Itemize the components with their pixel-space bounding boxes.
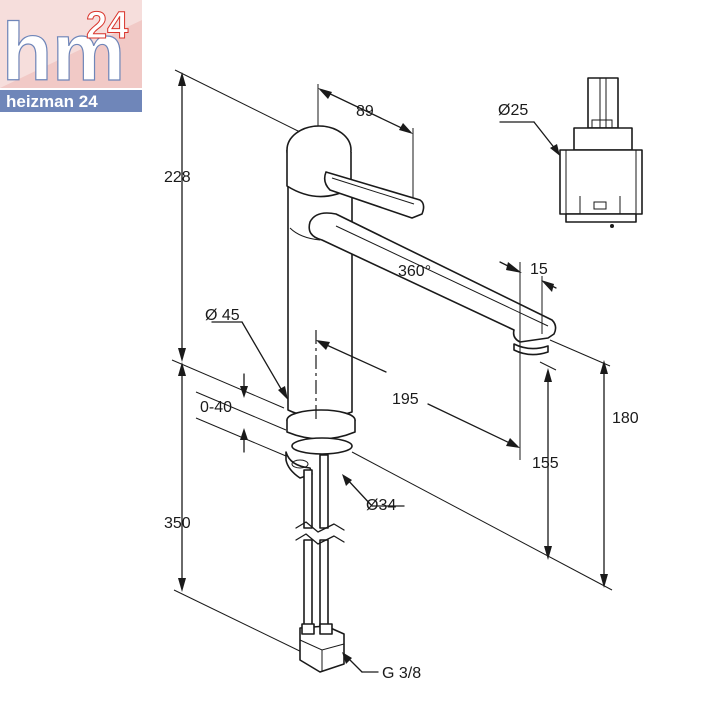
- dimension-155: 155: [532, 361, 559, 560]
- faucet-body: [285, 125, 557, 673]
- dimension-360: 360°: [398, 263, 431, 280]
- dim-15-label: 15: [530, 261, 548, 278]
- dimension-thread: G 3/8: [342, 652, 421, 682]
- dim-228-label: 228: [164, 169, 191, 186]
- dim-180-label: 180: [612, 410, 639, 427]
- dimension-195: 195: [316, 340, 520, 448]
- dim-cartridge-label: Ø25: [498, 102, 528, 119]
- dimension-350: 350: [164, 362, 311, 657]
- dim-0-40-label: 0-40: [200, 399, 232, 416]
- dim-diameter-45-label: Ø 45: [205, 307, 240, 324]
- dimension-diameter-34: Ø34: [342, 474, 405, 514]
- dim-89-label: 89: [356, 103, 374, 120]
- logo-graphic: hm 24 heizman 24: [0, 0, 142, 112]
- dim-195-label: 195: [392, 391, 419, 408]
- dim-diameter-34-label: Ø34: [366, 497, 396, 514]
- cartridge-detail: Ø25: [498, 77, 643, 228]
- logo-tagline: heizman 24: [6, 92, 98, 111]
- dim-thread-label: G 3/8: [382, 665, 421, 682]
- dimension-180: 180: [351, 339, 639, 591]
- dimension-228: 228: [164, 69, 301, 409]
- dimension-15: 15: [499, 261, 557, 460]
- dim-360-label: 360°: [398, 263, 431, 280]
- dimension-diameter-45: Ø 45: [205, 307, 288, 400]
- heizman24-logo: hm 24 heizman 24: [0, 0, 142, 112]
- dim-155-label: 155: [532, 455, 559, 472]
- logo-main-text: hm: [2, 7, 125, 98]
- dim-350-label: 350: [164, 515, 191, 532]
- dimension-0-40: 0-40: [195, 373, 287, 457]
- logo-superscript: 24: [86, 5, 128, 47]
- dimension-89: 89: [317, 84, 414, 208]
